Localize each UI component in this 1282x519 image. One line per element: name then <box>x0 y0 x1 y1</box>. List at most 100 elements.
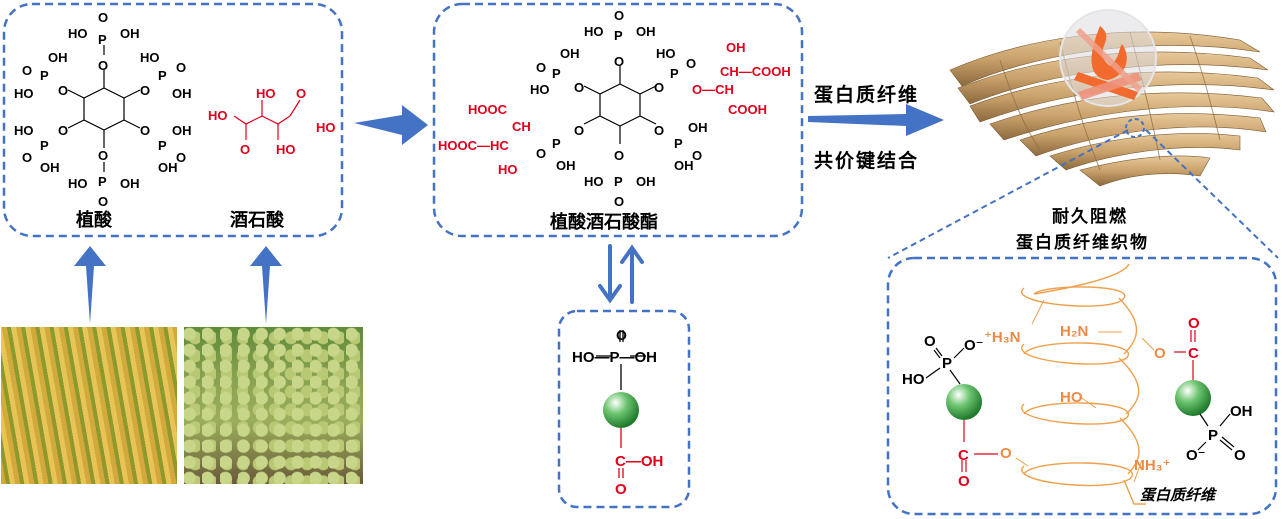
phytic-oh: OH <box>158 160 178 175</box>
tartaric-acid-structure <box>233 99 301 140</box>
phytic-ho: HO <box>14 86 34 101</box>
right-sphere <box>1175 380 1211 416</box>
ester-ho: HO <box>584 174 604 189</box>
phytic-p: P <box>158 68 167 83</box>
left-o: O <box>924 333 936 350</box>
arrow-grape-to-tartaric <box>250 246 282 324</box>
phytic-p: P <box>40 138 49 153</box>
no-fire-icon <box>1059 9 1157 107</box>
ester-oh: OH <box>688 120 708 135</box>
left-ho: HO <box>902 371 925 388</box>
right-p: P <box>1208 427 1218 444</box>
ester-o: O <box>614 8 624 23</box>
arrow-rice-to-phytic <box>74 246 106 324</box>
phytic-o: O <box>176 150 186 165</box>
phytic-oh: OH <box>120 26 140 41</box>
tartaric-o: O <box>240 142 250 157</box>
ester-o: O <box>692 148 702 163</box>
tartaric-ho: HO <box>256 86 276 101</box>
ester-oh: OH <box>560 46 580 61</box>
ester-label: 植酸酒石酸酯 <box>550 211 658 233</box>
model-o-top: O <box>616 327 627 343</box>
tartaric-acid-label: 酒石酸 <box>230 209 285 231</box>
grape-photo <box>184 327 363 484</box>
right-oh: OH <box>1230 403 1253 420</box>
fabric-caption-line2: 蛋白质纤维织物 <box>1016 233 1149 253</box>
protein-helix <box>1020 263 1146 505</box>
left-o-minus: O⁻ <box>964 337 984 354</box>
ester-o: O <box>654 80 664 95</box>
ester-ho: HO <box>584 24 604 39</box>
ester-p: P <box>614 28 623 43</box>
nh3-label: NH₃⁺ <box>1134 457 1171 474</box>
phytic-o: O <box>140 83 150 98</box>
ester-p: P <box>670 66 679 81</box>
phytic-o: O <box>176 60 186 75</box>
zoom-connector-lines <box>887 129 1279 259</box>
ester-p: P <box>674 136 683 151</box>
phytic-p: P <box>40 68 49 83</box>
ester-o: O <box>654 123 664 138</box>
ester-o: O <box>574 123 584 138</box>
arrow-label-covalent: 共价键结合 <box>814 150 920 172</box>
ester-o-left: O <box>1000 445 1012 462</box>
right-o: O <box>1234 447 1246 464</box>
right-o-minus: O⁻ <box>1186 447 1206 464</box>
right-c-o: O <box>1188 315 1200 332</box>
ester-ho: HO <box>656 46 676 61</box>
model-molecule-box: O HO—P—OH C—OH O <box>557 309 691 509</box>
phytic-acid-label: 植酸 <box>76 209 113 231</box>
ester-ch: CH <box>512 119 531 134</box>
phytic-acid-structure: O HO P OH O OH O P HO O HO O P O OH HO O… <box>14 10 336 231</box>
phytic-oh: OH <box>48 50 68 65</box>
phytic-ho: HO <box>140 50 160 65</box>
phytic-o: O <box>98 194 108 209</box>
phytic-ho: HO <box>14 123 34 138</box>
arrow-to-ester <box>354 105 428 145</box>
ester-o: O <box>614 194 624 209</box>
model-phosphonic: HO—P—OH <box>572 349 657 366</box>
ester-oh: OH <box>636 174 656 189</box>
ester-ho: HO <box>530 82 550 97</box>
ester-o: O <box>614 54 624 69</box>
ester-ho-red: HO <box>498 162 518 177</box>
rice-photo <box>1 327 177 484</box>
ester-o: O <box>614 148 624 163</box>
equilibrium-arrows <box>598 244 644 304</box>
left-sphere <box>946 384 982 420</box>
ester-o: O <box>574 80 584 95</box>
phytic-ho: HO <box>68 176 88 191</box>
ho-label: HO <box>1060 389 1083 406</box>
model-sphere <box>603 392 639 428</box>
h2n-label: H₂N <box>1060 323 1088 340</box>
ester-o: O <box>536 60 546 75</box>
fabric-caption-line1: 耐久阻燃 <box>1052 207 1128 227</box>
left-p: P <box>942 355 952 372</box>
fabric-illustration <box>949 9 1275 187</box>
left-c: C <box>958 447 969 464</box>
ester-hooc: HOOC <box>468 102 508 117</box>
ester-o-right: O <box>1154 345 1166 362</box>
ester-oh: OH <box>674 158 694 173</box>
phytic-o: O <box>58 123 68 138</box>
arrow-to-fabric <box>808 104 944 136</box>
ester-o-ch: O—CH <box>692 82 734 97</box>
phytic-o: O <box>98 58 108 73</box>
ester-oh: OH <box>636 24 656 39</box>
phytic-o-top: O <box>98 10 108 25</box>
ester-p: P <box>552 136 561 151</box>
right-c: C <box>1188 345 1199 362</box>
ester-box: O HO P OH O OH O P HO O HO O P O O P O O… <box>432 2 804 238</box>
left-c-o: O <box>958 473 970 490</box>
phytic-o: O <box>22 63 32 78</box>
model-o-bottom: O <box>615 481 627 498</box>
phytic-p: P <box>158 138 167 153</box>
tartaric-ho: HO <box>208 108 228 123</box>
ester-oh-red: OH <box>726 40 746 55</box>
phytic-oh: OH <box>172 123 192 138</box>
model-carboxyl: C—OH <box>615 453 663 470</box>
tartaric-ho: HO <box>316 120 336 135</box>
phytic-p: P <box>98 32 107 47</box>
ester-p: P <box>614 174 623 189</box>
phytic-o: O <box>140 123 150 138</box>
